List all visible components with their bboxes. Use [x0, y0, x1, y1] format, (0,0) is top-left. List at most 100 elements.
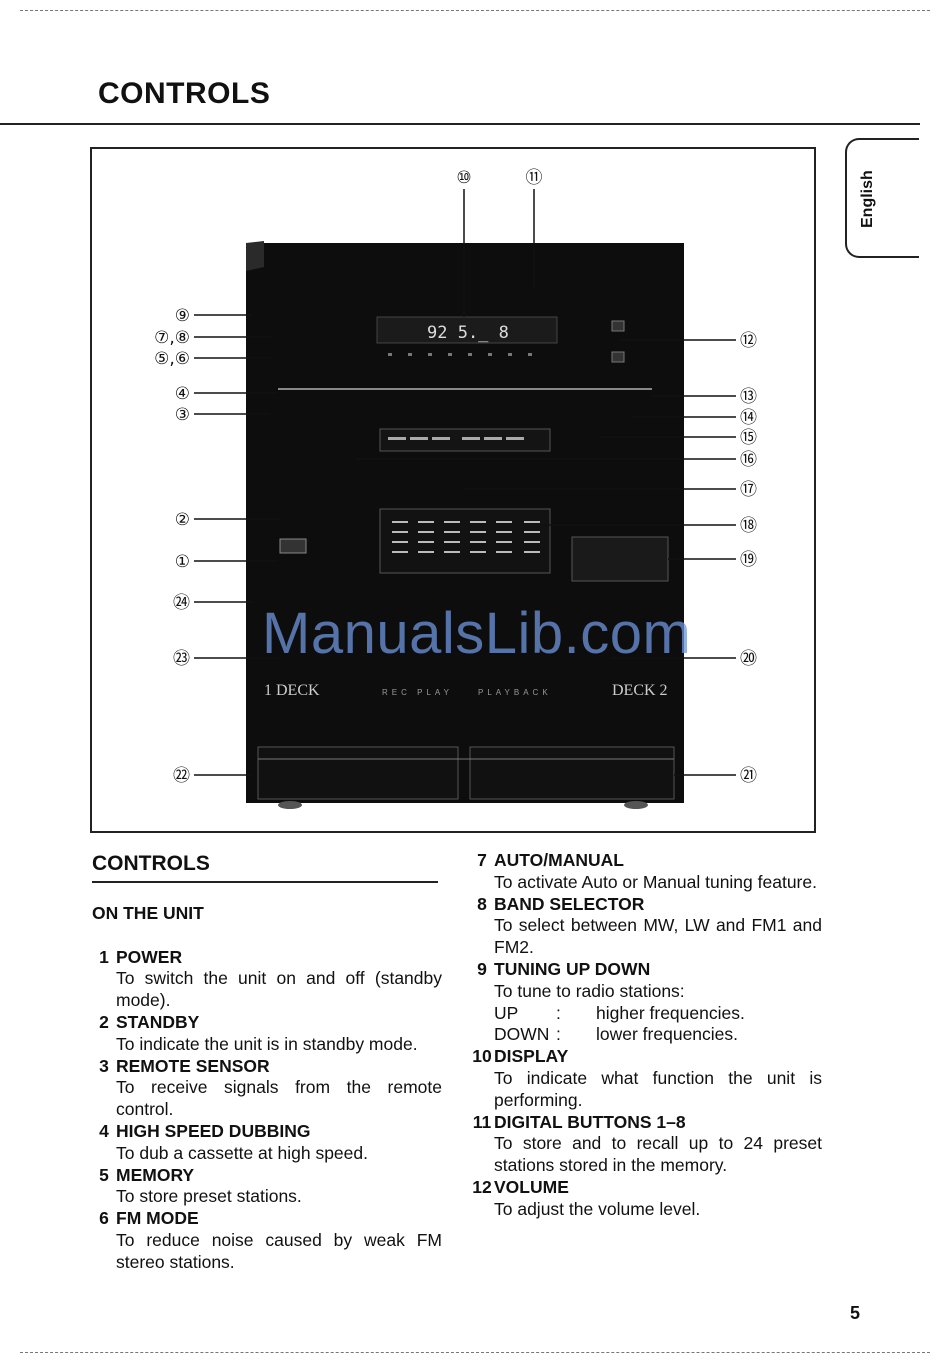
tuning-key: DOWN — [494, 1024, 550, 1045]
tuning-row: UP:higher frequencies. — [470, 1003, 822, 1025]
language-label: English — [859, 170, 876, 228]
callout-17: ⑰ — [740, 480, 757, 500]
item-description: To select between MW, LW and FM1 and FM2… — [494, 915, 822, 958]
digital-buttons — [388, 353, 532, 356]
item-description: To indicate the unit is in standby mode. — [116, 1033, 418, 1054]
callout-11: ⑪ — [526, 168, 543, 188]
callout-13: ⑬ — [740, 387, 757, 407]
item-description: To reduce noise caused by weak FM stereo… — [116, 1229, 442, 1272]
item-description: To store and to recall up to 24 preset s… — [494, 1133, 822, 1176]
callout-20: ⑳ — [740, 649, 757, 669]
rec-play-label: REC PLAY — [382, 688, 453, 697]
callout-16: ⑯ — [740, 450, 757, 470]
right-foot — [624, 801, 648, 809]
item-description: To indicate what function the unit is pe… — [494, 1067, 822, 1110]
callout-18: ⑱ — [740, 516, 757, 536]
callout-15: ⑮ — [740, 428, 757, 448]
tuning-sep: : — [556, 1024, 561, 1045]
item-description: To store preset stations. — [116, 1186, 302, 1207]
list-item: 5 MEMORY To store preset stations. — [92, 1165, 442, 1209]
equalizer-panel — [379, 508, 551, 574]
page-number: 5 — [850, 1303, 861, 1323]
item-description: To dub a cassette at high speed. — [116, 1142, 368, 1163]
tuning-row: DOWN: lower frequencies. — [470, 1024, 822, 1046]
deck1-label: 1 DECK — [264, 682, 320, 699]
item-title: DISPLAY — [494, 1046, 569, 1067]
item-title: VOLUME — [494, 1176, 569, 1197]
display-window — [376, 316, 558, 344]
item-title: HIGH SPEED DUBBING — [116, 1120, 311, 1141]
item-number: 9 — [477, 958, 487, 979]
item-title: MEMORY — [116, 1164, 195, 1185]
deck2-label: DECK 2 — [612, 682, 668, 699]
top-callout-labels: ⑩ ⑪ — [456, 168, 542, 188]
item-title: STANDBY — [116, 1011, 200, 1032]
item-number: 12 — [472, 1176, 492, 1197]
item-description: To receive signals from the remote contr… — [116, 1077, 442, 1120]
right-callout-lines — [356, 339, 736, 776]
item-description: To adjust the volume level. — [494, 1198, 701, 1219]
left-foot — [278, 801, 302, 809]
section-subtitle: ON THE UNIT — [92, 902, 204, 923]
callout-9: ⑨ — [175, 306, 190, 326]
language-tab: English — [845, 138, 919, 258]
callout-7-8: ⑦,⑧ — [154, 328, 190, 348]
item-description: To tune to radio stations: — [494, 980, 685, 1001]
list-item: 4 HIGH SPEED DUBBING To dub a cassette at… — [92, 1121, 442, 1165]
equalizer-sliders — [392, 521, 540, 553]
callout-14: ⑭ — [740, 408, 757, 428]
deck2-door — [469, 746, 675, 800]
list-item: 2 STANDBY To indicate the unit is in stan… — [92, 1012, 442, 1056]
watermark: ManualsLib.com — [262, 601, 692, 666]
display-readout: 92 5._ 8 — [427, 323, 509, 343]
item-number: 4 — [99, 1120, 109, 1141]
right-callout-labels: ⑫ ⑬ ⑭ ⑮ ⑯ ⑰ ⑱ ⑲ ⑳ ㉑ — [740, 331, 757, 786]
playback-label: PLAYBACK — [478, 688, 552, 697]
section-title: CONTROLS — [92, 853, 438, 883]
deck1-door — [257, 746, 459, 800]
top-scan-line — [20, 10, 930, 11]
item-description: To switch the unit on and off (standby m… — [116, 968, 442, 1011]
item-number: 2 — [99, 1011, 109, 1032]
list-item: 6 FM MODE To reduce noise caused by weak … — [92, 1208, 442, 1273]
callout-12: ⑫ — [740, 331, 757, 351]
left-callout-lines — [194, 314, 280, 776]
item-title: FM MODE — [116, 1208, 199, 1229]
item-number: 3 — [99, 1055, 109, 1076]
callout-10: ⑩ — [456, 168, 471, 188]
tuning-value: higher frequencies. — [596, 1002, 745, 1023]
bottom-scan-line — [20, 1352, 930, 1353]
volume-up-button — [611, 320, 625, 332]
callout-1: ① — [175, 552, 190, 572]
callout-3: ③ — [175, 405, 190, 425]
item-number: 11 — [472, 1111, 492, 1132]
tuning-value: lower frequencies. — [596, 1024, 739, 1045]
item-title: POWER — [116, 946, 183, 967]
left-callout-labels: ⑨ ⑦,⑧ ⑤,⑥ ④ ③ ② ① ㉔ ㉓ ㉒ — [154, 306, 190, 786]
callout-19: ⑲ — [740, 550, 757, 570]
top-callout-lines — [463, 189, 535, 317]
item-title: BAND SELECTOR — [494, 893, 645, 914]
page-title: CONTROLS — [98, 77, 271, 110]
callout-5-6: ⑤,⑥ — [154, 349, 190, 369]
level-indicator — [388, 437, 524, 440]
tuning-sep: : — [556, 1002, 561, 1023]
callout-21: ㉑ — [740, 766, 757, 786]
callout-4: ④ — [175, 384, 190, 404]
unit-top-edge — [246, 241, 264, 271]
volume-down-button — [611, 351, 625, 363]
item-number: 6 — [99, 1208, 109, 1229]
item-description: To activate Auto or Manual tuning featur… — [494, 871, 817, 892]
unit-illustration: 92 5._ 8 — [154, 168, 757, 809]
callout-23: ㉓ — [173, 649, 190, 669]
item-number: 5 — [99, 1164, 109, 1185]
